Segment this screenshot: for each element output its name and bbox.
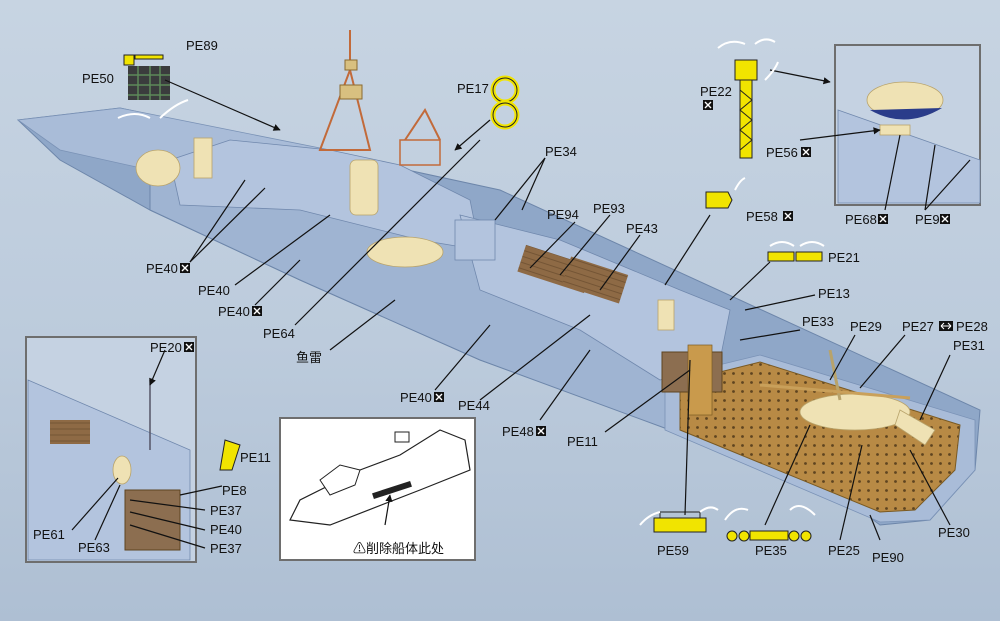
- square-x-icon: [940, 214, 950, 224]
- label-pe68: PE68: [845, 212, 877, 227]
- label-pe17: PE17: [457, 81, 489, 96]
- deck-panel-93: [561, 256, 629, 304]
- curved-arrow-icon: [159, 99, 189, 119]
- square-x-icon: [801, 147, 811, 157]
- pe21-part: [767, 251, 823, 262]
- curved-arrow-icon: [764, 61, 779, 81]
- curved-arrow-icon: [769, 241, 795, 247]
- curved-arrow-icon: [699, 506, 719, 513]
- leader-lines: [164, 69, 951, 541]
- lattice-mast: [318, 30, 372, 151]
- label-pe27: PE27: [902, 319, 934, 334]
- ship-model: [16, 30, 981, 526]
- inset-cut-note: [279, 417, 476, 561]
- square-x-icon: [252, 306, 262, 316]
- label-pe58: PE58: [746, 209, 778, 224]
- square-x-icon: [434, 392, 444, 402]
- pe50-part: [128, 66, 170, 100]
- pe17-part: [490, 75, 520, 130]
- label-pe63: PE63: [78, 540, 110, 555]
- label-pe20: PE20: [150, 340, 182, 355]
- main-gun-turret: [135, 149, 181, 187]
- label-pe35: PE35: [755, 543, 787, 558]
- label-pe40-b: PE40: [198, 283, 230, 298]
- label-pe30: PE30: [938, 525, 970, 540]
- label-pe40-c: PE40: [218, 304, 250, 319]
- label-pe61: PE61: [33, 527, 65, 542]
- label-pe64: PE64: [263, 326, 295, 341]
- label-pe28: PE28: [956, 319, 988, 334]
- label-pe34: PE34: [545, 144, 577, 159]
- square-x-icon: [536, 426, 546, 436]
- label-pe40-d: PE40: [400, 390, 432, 405]
- label-pe40-e: PE40: [210, 522, 242, 537]
- ciws-mount: [193, 137, 213, 179]
- label-pe11-b: PE11: [240, 450, 271, 465]
- label-pe40-a: PE40: [146, 261, 178, 276]
- curved-arrow-icon: [724, 507, 749, 521]
- vls-funnel: [454, 219, 496, 261]
- radar-tower: [399, 108, 441, 166]
- label-pe50: PE50: [82, 71, 114, 86]
- label-pe48: PE48: [502, 424, 534, 439]
- inset-boat-detail: [799, 44, 981, 211]
- curved-arrow-icon: [789, 505, 816, 516]
- label-pe89: PE89: [186, 38, 218, 53]
- label-pe37-a: PE37: [210, 503, 242, 518]
- label-pe9: PE9: [915, 212, 940, 227]
- label-pe22: PE22: [700, 84, 732, 99]
- ship-boat: [366, 236, 444, 268]
- label-pe31: PE31: [953, 338, 985, 353]
- label-cut-note: ⚠削除船体此处: [353, 541, 444, 556]
- bend-arrows: [117, 38, 825, 526]
- label-pe25: PE25: [828, 543, 860, 558]
- curved-arrow-icon: [639, 511, 661, 526]
- pe89-part: [123, 54, 164, 66]
- torpedo-launcher: [349, 159, 379, 216]
- flight-deck-grating: [679, 361, 961, 513]
- pe35-part: [726, 530, 812, 542]
- hangar-frame: [687, 344, 713, 416]
- curved-arrow-icon: [799, 241, 825, 247]
- square-x-icon: [180, 263, 190, 273]
- label-pe90: PE90: [872, 550, 904, 565]
- square-x-icon: [184, 342, 194, 352]
- label-pe21: PE21: [828, 250, 860, 265]
- pe58-part: [705, 191, 733, 209]
- label-pe94: PE94: [547, 207, 579, 222]
- double-arrow-icon: [939, 321, 953, 331]
- curved-arrow-icon: [717, 40, 746, 49]
- square-x-icon: [703, 100, 713, 110]
- helicopter: [759, 349, 936, 446]
- label-pe59: PE59: [657, 543, 689, 558]
- label-pe93: PE93: [593, 201, 625, 216]
- label-torpedo: 鱼雷: [296, 350, 322, 365]
- label-pe56: PE56: [766, 145, 798, 160]
- label-pe44: PE44: [458, 398, 490, 413]
- label-pe8: PE8: [222, 483, 247, 498]
- curved-arrow-icon: [754, 38, 776, 45]
- aft-ciws: [657, 299, 675, 331]
- label-pe29: PE29: [850, 319, 882, 334]
- inset-hangar-detail: [25, 336, 241, 563]
- label-pe11-a: PE11: [567, 434, 598, 449]
- label-pe13: PE13: [818, 286, 850, 301]
- curved-arrow-icon: [117, 113, 151, 119]
- curved-arrow-icon: [734, 177, 746, 191]
- label-pe37-b: PE37: [210, 541, 242, 556]
- square-x-icon: [783, 211, 793, 221]
- fold-badges: [180, 100, 953, 436]
- label-pe43: PE43: [626, 221, 658, 236]
- label-pe33: PE33: [802, 314, 834, 329]
- part-labels: PE89 PE50 PE17 PE22 PE34 PE94 PE93 PE43 …: [33, 38, 988, 565]
- square-x-icon: [878, 214, 888, 224]
- pe22-part: [734, 59, 758, 159]
- pe59-part: [653, 511, 707, 533]
